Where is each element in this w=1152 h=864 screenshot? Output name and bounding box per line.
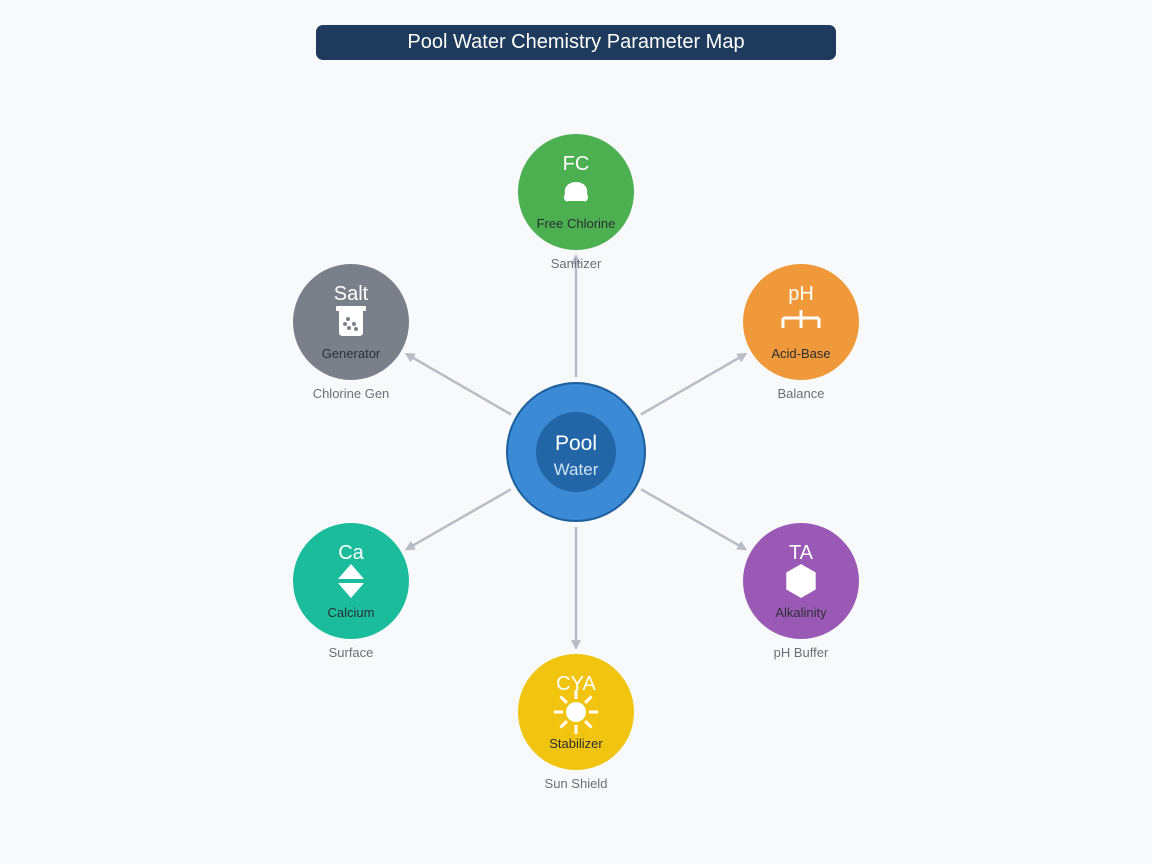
node-caption: Sanitizer [551,256,602,271]
node-caption: Chlorine Gen [313,386,390,401]
hub-subtitle: Water [554,460,599,479]
diamond-icon [338,564,364,598]
node-abbreviation: Ca [338,542,364,564]
node-label: Free Chlorine [537,216,616,231]
node-label: Acid-Base [771,346,830,361]
node-label: Calcium [328,605,375,620]
beaker-icon [336,306,366,336]
edge-group [404,254,748,650]
node-abbreviation: CYA [556,673,596,695]
edge-ta [640,488,748,551]
node-abbreviation: FC [563,153,590,175]
node-label: Stabilizer [549,736,603,751]
edge-salt [404,352,512,416]
title-background [316,25,836,60]
node-abbreviation: TA [789,542,814,564]
droplet-icon [563,182,589,202]
edge-ph [640,352,748,416]
sun-icon [554,690,598,734]
hub-inner-circle [536,412,616,492]
node-caption: Surface [329,645,374,660]
edge-ca [404,488,512,551]
hexagon-icon [786,564,816,598]
node-circle [293,523,409,639]
node-abbreviation: pH [788,283,814,305]
node-ta[interactable]: TA Alkalinity pH Buffer [743,523,859,660]
node-caption: Sun Shield [545,776,608,791]
hub-node[interactable]: Pool Water [506,382,646,522]
node-abbreviation: Salt [334,283,369,305]
node-caption: pH Buffer [774,645,829,660]
balance-scale-icon [781,310,821,328]
node-label: Alkalinity [775,605,827,620]
node-caption: Balance [778,386,825,401]
page-title: Pool Water Chemistry Parameter Map [407,31,744,53]
hub-title: Pool [555,432,597,455]
title-banner: Pool Water Chemistry Parameter Map [316,25,836,60]
node-label: Generator [322,346,381,361]
